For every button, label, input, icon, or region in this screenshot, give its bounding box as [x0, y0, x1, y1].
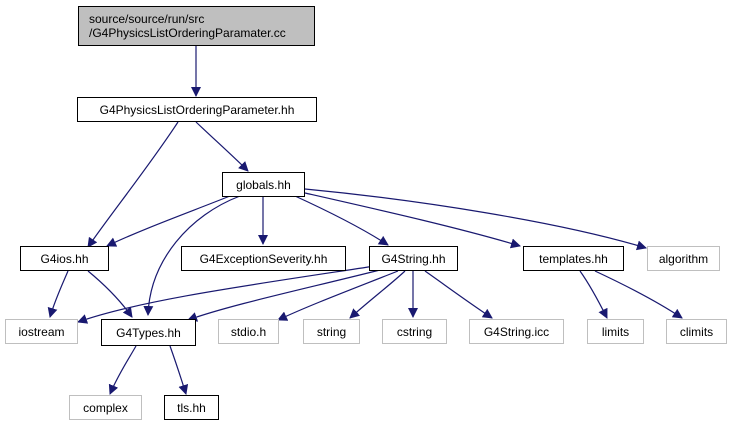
node-globals-hh[interactable]: globals.hh: [222, 172, 305, 197]
node-complex[interactable]: complex: [69, 395, 142, 420]
node-limits[interactable]: limits: [587, 319, 644, 344]
node-g4ios-hh[interactable]: G4ios.hh: [20, 246, 109, 271]
node-label: tls.hh: [177, 400, 206, 415]
node-label: complex: [83, 400, 128, 415]
node-label: G4PhysicsListOrderingParameter.hh: [99, 102, 295, 117]
node-tls-hh[interactable]: tls.hh: [164, 395, 219, 420]
node-iostream[interactable]: iostream: [5, 319, 78, 344]
edge-g4string-to-iostream: [77, 265, 376, 324]
edge-templates-to-limits: [579, 270, 608, 319]
edge-g4types-to-tls: [169, 345, 189, 395]
edge-globals-to-templates: [304, 192, 521, 249]
edge-g4string-to-g4types: [187, 269, 381, 322]
edge-g4ios-to-g4types: [87, 270, 133, 318]
edge-g4string-to-g4string-icc: [424, 270, 493, 319]
node-templates-hh[interactable]: templates.hh: [523, 246, 624, 271]
node-label: globals.hh: [236, 177, 291, 192]
edge-globals-to-g4types: [143, 195, 241, 316]
edge-g4types-to-complex: [108, 345, 137, 395]
node-label: G4ios.hh: [40, 251, 89, 266]
edge-templates-to-climits: [594, 270, 683, 319]
node-physics-list-ordering-parameter-hh[interactable]: G4PhysicsListOrderingParameter.hh: [77, 97, 317, 122]
node-label: G4String.hh: [381, 251, 446, 266]
node-label: iostream: [18, 324, 65, 339]
node-root-source-file[interactable]: source/source/run/src /G4PhysicsListOrde…: [78, 6, 315, 46]
node-g4exception-severity-hh[interactable]: G4ExceptionSeverity.hh: [181, 246, 346, 271]
node-label: G4Types.hh: [116, 325, 181, 340]
node-label: templates.hh: [539, 251, 608, 266]
root-path-line2: /G4PhysicsListOrderingParamater.cc: [89, 26, 286, 40]
node-label: limits: [601, 324, 630, 339]
edge-globals-to-g4string: [294, 195, 389, 246]
node-string[interactable]: string: [303, 319, 360, 344]
node-label: string: [316, 324, 347, 339]
edge-g4string-to-string: [349, 270, 406, 319]
node-label: G4ExceptionSeverity.hh: [199, 251, 328, 266]
edge-param-to-globals: [195, 121, 249, 172]
edge-globals-to-algorithm: [304, 188, 647, 251]
node-cstring[interactable]: cstring: [382, 319, 447, 344]
edge-globals-to-g4ios: [106, 195, 231, 247]
node-label: climits: [679, 324, 714, 339]
node-stdio-h[interactable]: stdio.h: [218, 319, 279, 344]
edge-g4string-to-stdio: [277, 270, 399, 321]
node-g4types-hh[interactable]: G4Types.hh: [101, 319, 196, 346]
node-algorithm[interactable]: algorithm: [647, 246, 720, 271]
node-g4string-hh[interactable]: G4String.hh: [369, 246, 458, 271]
edge-g4ios-to-iostream: [47, 270, 69, 318]
node-label: algorithm: [658, 251, 709, 266]
node-label: G4String.icc: [483, 324, 550, 339]
node-label: cstring: [396, 324, 433, 339]
edge-param-to-g4ios: [87, 121, 179, 248]
node-g4string-icc[interactable]: G4String.icc: [469, 319, 564, 344]
node-label: stdio.h: [230, 324, 267, 339]
node-climits[interactable]: climits: [666, 319, 727, 344]
root-path-line1: source/source/run/src: [89, 12, 205, 26]
